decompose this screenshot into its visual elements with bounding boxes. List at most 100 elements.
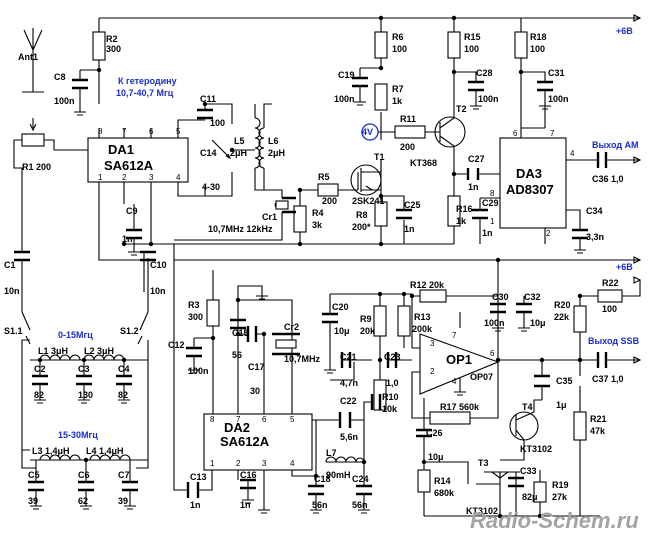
antenna-symbol [23,28,43,51]
label-c31v: 100n [548,94,569,104]
label-c22: C22 [340,396,357,406]
label-c29v: 1n [482,228,493,238]
label-c34: C34 [586,206,603,216]
label-c35v: 1μ [556,400,567,410]
label-r1: R1 200 [22,162,51,172]
r3-body [206,299,220,327]
label-t1v: 2SK241 [352,196,385,206]
label-c8: C8 [54,72,66,82]
da1-pin3: 3 [149,173,154,182]
label-r5: R5 [318,172,330,182]
label-r2: R2 [106,34,118,44]
label-l5v: 2μH [230,148,247,158]
label-c23: C23 [384,352,401,362]
label-cr1v: 10,7MHz 12kHz [208,224,273,234]
label-c10: C10 [150,260,167,270]
da1-pin5: 5 [176,127,181,136]
label-c7: C7 [118,470,130,480]
label-c25: C25 [404,200,421,210]
label-l3: L3 1,4μH [32,446,70,456]
label-r14v: 680k [434,488,455,498]
label-6v-mid: +6В [616,262,633,272]
label-c24v: 56n [352,500,368,510]
l4-coil [89,454,131,461]
op1-body [419,333,500,395]
label-r20v: 22k [554,312,570,322]
label-c6: C6 [78,470,90,480]
label-c1v: 10n [4,286,20,296]
da1-pin2: 2 [122,173,127,182]
da3-body [499,137,567,229]
label-r15v: 100 [464,44,479,54]
label-c18v: 56n [312,500,328,510]
label-c19v: 100n [334,94,355,104]
label-op1v: OP07 [470,372,493,382]
label-l5: L5 [234,136,245,146]
label-s11: S1.1 [4,326,23,336]
label-r13: R13 [414,312,431,322]
label-c24: C24 [352,474,369,484]
r9-body [373,305,387,337]
r15-body [447,31,461,59]
label-l2: L2 3μH [84,346,114,356]
da2-pin7: 7 [236,415,241,424]
junctions [37,15,583,519]
label-c20v: 10μ [334,326,350,336]
label-c19: C19 [338,70,355,80]
label-c21: C21 [340,352,357,362]
label-r8: R8 [356,210,368,220]
label-c34v: 3,3n [586,232,604,242]
label-c2v: 82 [34,390,44,400]
label-c30: C30 [492,292,509,302]
t3-symbol [484,471,520,479]
label-da3a: DA3 [516,166,542,181]
label-l4: L4 1,4μH [86,446,124,456]
label-r7: R7 [392,84,404,94]
label-l7: L7 [326,448,337,458]
label-c13v: 1n [190,500,201,510]
label-r7v: 1k [392,96,403,106]
label-r17: R17 560k [440,402,480,412]
label-c8v: 100n [54,96,75,106]
label-l6v: 2μH [268,148,285,158]
label-c29: C29 [482,198,499,208]
label-r15: R15 [464,32,481,42]
label-da2b: SA612A [220,434,270,449]
label-r2v: 300 [106,44,121,54]
da1-pin4: 4 [176,173,181,182]
label-l6: L6 [268,136,279,146]
label-da1a: DA1 [108,142,134,157]
da3-pin7: 7 [550,129,555,138]
r16-body [447,195,461,227]
label-da3b: AD8307 [506,182,554,197]
r17-body [429,411,471,425]
r14-body [417,469,431,493]
label-c28v: 100n [478,94,499,104]
r2-body [92,31,106,61]
label-r4v: 3k [312,220,323,230]
label-c20: C20 [332,302,349,312]
label-t4: T4 [522,402,533,412]
label-r22: R22 [602,278,619,288]
label-c11v: 100 [210,118,225,128]
label-t3v: KT3102 [466,506,498,516]
label-t2v: KT368 [410,158,437,168]
label-c5: C5 [28,470,40,480]
label-t1: T1 [374,152,385,162]
label-c31: C31 [548,68,565,78]
watermark: Radio-Schem.ru [470,508,639,533]
label-c9: C9 [126,206,138,216]
label-r6v: 100 [392,44,407,54]
label-t4v: KT3102 [520,444,552,454]
t1-circle [350,164,382,196]
op1-pin3: 3 [430,339,435,348]
label-lo1: К гетеродину [118,76,177,86]
label-r10: R10 [382,392,399,402]
r22-body [597,289,623,303]
label-r8v: 200* [352,222,371,232]
label-r5v: 200 [322,196,337,206]
label-r18: R18 [530,32,547,42]
da3-pin8: 8 [490,189,495,198]
da1-body [87,137,189,183]
